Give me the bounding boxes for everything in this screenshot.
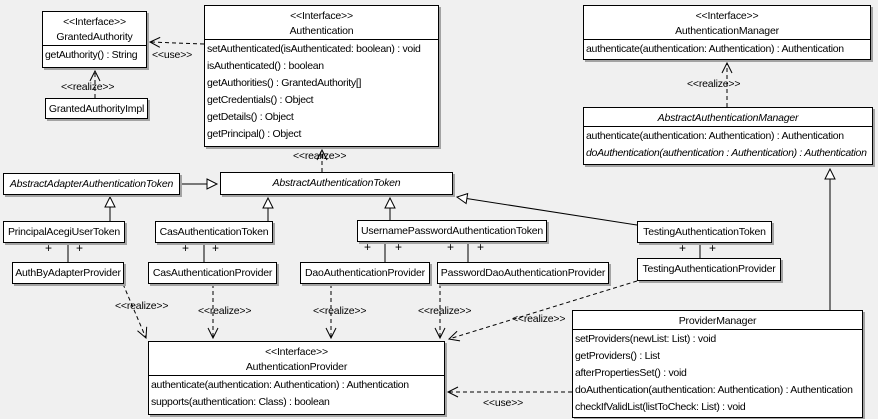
realize-label: <<realize>> (198, 305, 252, 317)
class-password-dao-authentication-provider[interactable]: PasswordDaoAuthenticationProvider (437, 262, 609, 284)
stereotype: <<Interface>> (265, 346, 328, 358)
class-name: AbstractAuthenticationToken (272, 177, 401, 189)
class-name: GrantedAuthority (56, 31, 133, 43)
class-name: AuthenticationProvider (245, 361, 348, 373)
realize-label: <<realize>> (115, 300, 169, 312)
class-name: ProviderManager (678, 315, 757, 327)
use-label: <<use>> (152, 49, 193, 61)
class-granted-authority-impl[interactable]: GrantedAuthorityImpl (45, 98, 148, 119)
realize-label: <<realize>> (687, 78, 741, 90)
class-cas-authentication-provider[interactable]: CasAuthenticationProvider (148, 262, 277, 284)
class-name: GrantedAuthorityImpl (48, 103, 145, 115)
class-name: PasswordDaoAuthenticationProvider (440, 267, 606, 279)
association-lines (67, 242, 701, 262)
multiplicity-plus: + (364, 240, 372, 254)
class-principal-acegi-user-token[interactable]: PrincipalAcegiUserToken (3, 221, 125, 243)
class-testing-authentication-provider[interactable]: TestingAuthenticationProvider (637, 258, 781, 281)
class-authentication-manager[interactable]: <<Interface>> AuthenticationManager auth… (583, 5, 871, 60)
method: supports(authentication: Class) : boolea… (151, 396, 330, 408)
realize-label: <<realize>> (61, 81, 115, 93)
class-abstract-adapter-authentication-token[interactable]: AbstractAdapterAuthenticationToken (3, 173, 180, 195)
class-name: AuthByAdapterProvider (15, 267, 121, 279)
multiplicity-plus: + (182, 241, 190, 255)
method: authenticate(authentication: Authenticat… (586, 130, 844, 142)
multiplicity-plus: + (212, 241, 220, 255)
class-name: AbstractAuthenticationManager (657, 112, 799, 124)
multiplicity-plus: + (395, 240, 403, 254)
class-name: DaoAuthenticationProvider (305, 267, 425, 279)
realize-label: <<realize>> (313, 305, 367, 317)
class-testing-authentication-token[interactable]: TestingAuthenticationToken (637, 221, 772, 243)
realize-label: <<realize>> (418, 305, 472, 317)
multiplicity-plus: + (477, 240, 485, 254)
method: getDetails() : Object (207, 111, 294, 123)
method: authenticate(authentication: Authenticat… (151, 379, 409, 391)
method: getProviders() : List (575, 350, 660, 362)
class-abstract-authentication-token[interactable]: AbstractAuthenticationToken (220, 172, 453, 195)
method: authenticate(authentication: Authenticat… (586, 43, 844, 55)
method: doAuthentication(authentication: Authent… (575, 384, 853, 396)
class-name: TestingAuthenticationToken (643, 226, 766, 238)
method: getAuthority() : String (45, 49, 138, 61)
method: doAuthentication(authentication : Authen… (586, 147, 867, 159)
realize-label: <<realize>> (512, 313, 566, 325)
stereotype: <<Interface>> (290, 10, 353, 22)
method: afterPropertiesSet() : void (575, 367, 687, 379)
realize-label: <<realize>> (293, 150, 347, 162)
class-provider-manager[interactable]: ProviderManager setProviders(newList: Li… (572, 310, 863, 418)
method: setProviders(newList: List) : void (575, 333, 716, 345)
class-granted-authority[interactable]: <<Interface>> GrantedAuthority getAuthor… (42, 11, 147, 68)
method: getAuthorities() : GrantedAuthority[] (207, 77, 362, 89)
class-abstract-authentication-manager[interactable]: AbstractAuthenticationManager authentica… (583, 107, 873, 165)
class-name: CasAuthenticationToken (159, 226, 269, 238)
class-name: UsernamePasswordAuthenticationToken (360, 225, 544, 237)
class-username-password-authentication-token[interactable]: UsernamePasswordAuthenticationToken (357, 220, 547, 242)
stereotype: <<Interface>> (695, 10, 759, 22)
class-name: AbstractAdapterAuthenticationToken (9, 178, 174, 190)
class-name: CasAuthenticationProvider (152, 267, 273, 279)
class-name: AuthenticationManager (675, 25, 779, 37)
use-label: <<use>> (483, 397, 524, 409)
method: getPrincipal() : Object (207, 128, 302, 140)
multiplicity-plus: + (447, 240, 455, 254)
class-authentication-provider[interactable]: <<Interface>> AuthenticationProvider aut… (148, 341, 445, 415)
stereotype: <<Interface>> (63, 16, 126, 28)
generalization-lines (104, 167, 836, 310)
multiplicity-plus: + (679, 241, 687, 255)
method: getCredentials() : Object (207, 94, 314, 106)
class-auth-by-adapter-provider[interactable]: AuthByAdapterProvider (12, 262, 124, 284)
multiplicity-plus: + (45, 241, 53, 255)
multiplicity-plus: + (76, 241, 84, 255)
method: setAuthenticated(isAuthenticated: boolea… (207, 43, 421, 55)
multiplicity-plus: + (709, 241, 717, 255)
dependency-realization-lines (89, 36, 733, 398)
class-name: PrincipalAcegiUserToken (7, 226, 121, 238)
class-name: TestingAuthenticationProvider (642, 263, 776, 275)
class-authentication[interactable]: <<Interface>> Authentication setAuthenti… (204, 5, 439, 147)
method: isAuthenticated() : boolean (207, 60, 324, 72)
class-name: Authentication (289, 25, 354, 37)
method: checkIfValidList(listToCheck: List) : vo… (575, 401, 746, 413)
class-dao-authentication-provider[interactable]: DaoAuthenticationProvider (300, 262, 430, 284)
class-cas-authentication-token[interactable]: CasAuthenticationToken (155, 221, 273, 243)
